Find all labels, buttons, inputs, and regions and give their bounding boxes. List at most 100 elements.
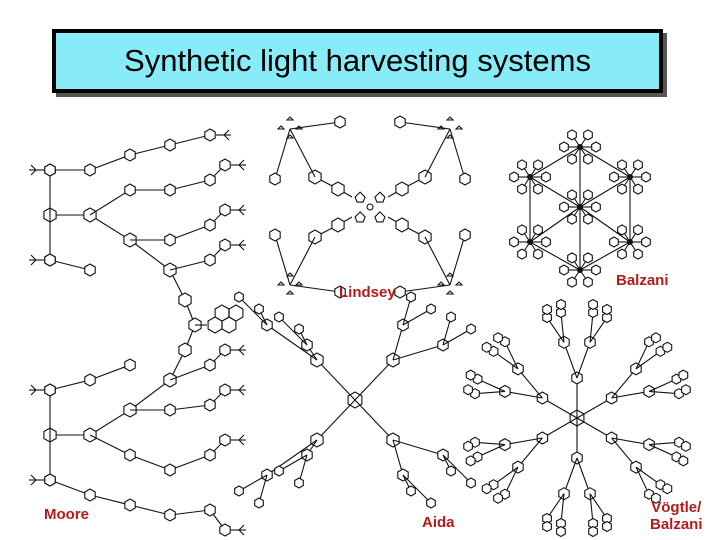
benzene-ring <box>541 236 551 248</box>
benzene-ring <box>219 433 231 447</box>
benzene-ring <box>641 236 651 248</box>
benzene-ring <box>44 163 56 177</box>
benzene-ring <box>406 485 416 497</box>
bond-line <box>223 134 230 141</box>
bond-line <box>278 316 308 346</box>
bond-line <box>238 389 245 396</box>
bond-line <box>169 224 211 241</box>
bond-line <box>89 409 131 436</box>
bond-line <box>611 390 650 399</box>
bond-line <box>238 209 245 216</box>
benzene-ring <box>681 384 691 396</box>
benzene-ring <box>254 303 264 315</box>
label-lindsey: Lindsey <box>339 284 396 301</box>
bond-line <box>129 379 171 411</box>
bond-line <box>129 239 171 271</box>
benzene-ring <box>556 525 566 538</box>
bond-line <box>589 493 608 519</box>
benzene-ring <box>164 403 176 417</box>
benzene-ring <box>559 264 569 276</box>
bond-line <box>504 466 519 495</box>
benzene-ring <box>556 298 566 311</box>
aida-dendrimer-structure <box>234 291 476 509</box>
benzene-ring <box>591 264 601 276</box>
bond-line <box>238 524 245 531</box>
bond-line <box>392 324 404 361</box>
benzene-ring <box>44 253 56 267</box>
benzene-ring <box>294 477 304 489</box>
bond-line <box>49 379 91 391</box>
benzene-ring <box>394 115 406 129</box>
bond-line <box>169 364 211 381</box>
bond-line <box>576 397 612 419</box>
label-balzani: Balzani <box>616 272 669 289</box>
benzene-ring <box>204 173 216 187</box>
benzene-ring <box>617 159 627 171</box>
bond-line <box>169 179 211 191</box>
benzene-ring <box>541 171 551 183</box>
bond-line <box>449 234 466 286</box>
benzene-ring <box>219 158 231 172</box>
pyrrole-ring <box>285 134 295 139</box>
benzene-ring <box>567 153 577 165</box>
benzene-ring <box>204 503 216 517</box>
benzene-ring <box>219 523 231 537</box>
benzene-ring <box>617 224 627 236</box>
pyrrole-ring <box>436 281 446 286</box>
benzene-ring <box>394 285 406 299</box>
benzene-ring <box>234 291 244 303</box>
benzene-ring <box>124 358 136 372</box>
benzene-ring <box>395 181 409 197</box>
bond-line <box>169 259 211 271</box>
lindsey-porphyrin-array-structure <box>269 115 471 299</box>
pyrrole-ring <box>285 272 295 277</box>
bond-line <box>169 454 211 471</box>
benzene-ring <box>164 508 176 522</box>
benzene-ring <box>446 465 456 477</box>
benzene-ring <box>124 498 136 512</box>
benzene-ring <box>517 159 527 171</box>
label-aida: Aida <box>422 514 455 531</box>
bond-line <box>579 176 631 208</box>
benzene-ring <box>533 248 543 260</box>
bond-line <box>289 121 341 130</box>
benzene-ring <box>583 129 593 141</box>
benzene-ring <box>567 252 577 264</box>
pyrrole-ring <box>445 272 455 277</box>
benzene-ring <box>567 129 577 141</box>
bond-line <box>611 437 637 468</box>
bond-line <box>89 434 131 456</box>
bond-line <box>238 204 245 211</box>
bond-line <box>238 164 245 171</box>
pyrrole-ring <box>454 281 464 286</box>
bond-line <box>635 341 650 370</box>
balzani-metal-dendrimer-structure <box>509 129 651 288</box>
benzene-ring <box>602 520 612 533</box>
benzene-ring <box>633 248 643 260</box>
benzene-ring <box>533 159 543 171</box>
benzene-ring <box>509 171 519 183</box>
benzene-ring <box>269 228 281 242</box>
pyrrole-ring <box>445 116 455 121</box>
bond-line <box>474 390 505 395</box>
benzene-ring <box>651 332 661 344</box>
bond-line <box>49 479 91 496</box>
benzene-ring <box>164 183 176 197</box>
benzene-ring <box>678 455 689 467</box>
benzene-ring <box>254 497 264 509</box>
benzene-ring <box>542 303 552 316</box>
benzene-ring <box>533 183 543 195</box>
bond-line <box>129 454 171 471</box>
bond-line <box>266 324 318 361</box>
vogtle-balzani-dendrimer-structure <box>463 298 691 538</box>
bond-line <box>89 364 131 381</box>
benzene-ring <box>178 292 192 308</box>
slide-title: Synthetic light harvesting systems <box>124 43 591 78</box>
benzene-ring <box>124 148 136 162</box>
bond-line <box>129 504 171 516</box>
pyrrole-ring <box>374 211 386 223</box>
benzene-ring <box>583 153 593 165</box>
bond-line <box>546 317 565 343</box>
benzene-ring <box>334 115 346 129</box>
benzene-ring <box>465 455 476 467</box>
